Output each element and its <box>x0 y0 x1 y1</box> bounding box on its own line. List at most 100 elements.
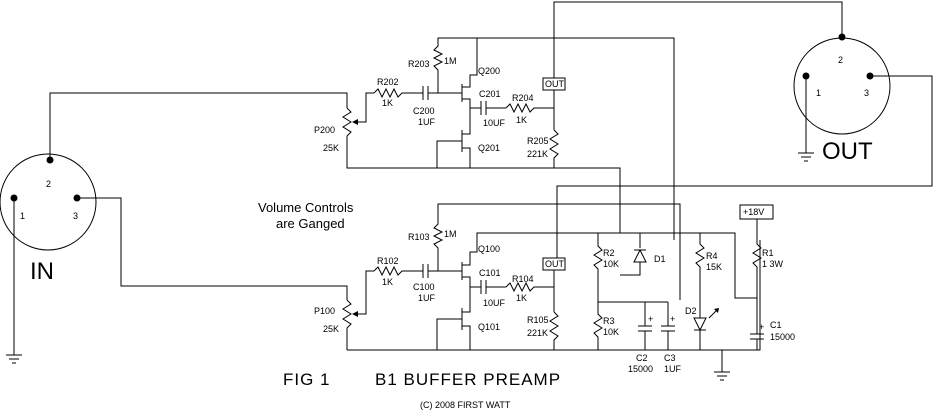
resistor-icon <box>549 311 559 350</box>
in-connector-label: IN <box>30 258 54 285</box>
resistor-icon <box>593 302 603 350</box>
r202-value: 1K <box>382 98 393 108</box>
copyright: (C) 2008 FIRST WATT <box>420 400 511 410</box>
c1-plus: + <box>759 322 764 332</box>
in-pin-2-label: 2 <box>46 179 51 189</box>
wire <box>462 276 471 287</box>
out-connector-label: OUT <box>822 138 873 165</box>
out-tag-top: OUT <box>545 79 565 89</box>
c100-label: C100 <box>413 282 435 292</box>
fig-number: FIG 1 <box>283 370 331 389</box>
out-pin-3-label: 3 <box>864 88 869 98</box>
p200-value: 25K <box>323 143 339 153</box>
c201-value: 10UF <box>483 118 506 128</box>
c2-value: 15000 <box>628 364 653 374</box>
r3-value: 10K <box>603 327 619 337</box>
out-connector: 2 1 3 OUT <box>793 33 891 165</box>
r103-value: 1M <box>444 229 457 239</box>
r102-value: 1K <box>382 277 393 287</box>
wire <box>462 130 471 135</box>
q100-label: Q100 <box>478 244 500 254</box>
out-pin-2-label: 2 <box>838 55 843 65</box>
ground-icon <box>714 371 730 381</box>
r1-value: 1 3W <box>762 259 784 269</box>
r202-label: R202 <box>377 77 399 87</box>
ground-icon <box>798 152 814 162</box>
q101-label: Q101 <box>478 322 500 332</box>
potentiometer-icon <box>342 299 352 329</box>
c200-value: 1UF <box>418 117 436 127</box>
out-connector-body <box>793 37 891 135</box>
wire-out-pin2-top-channel <box>553 1 843 78</box>
c2-label: C2 <box>636 353 648 363</box>
resistor-icon <box>593 233 603 302</box>
wire <box>462 98 471 108</box>
r203-value: 1M <box>444 56 457 66</box>
in-connector: 2 1 3 IN <box>0 153 97 285</box>
note-line-2: are Ganged <box>276 216 345 231</box>
wire <box>462 325 471 350</box>
r3-label: R3 <box>603 316 615 326</box>
out-pin-1-label: 1 <box>816 88 821 98</box>
light-arrow-icon <box>714 308 719 313</box>
wire <box>620 262 641 276</box>
c201-label: C201 <box>479 89 501 99</box>
r205-value: 221K <box>527 149 548 159</box>
diagram-title: B1 BUFFER PREAMP <box>375 370 561 389</box>
c3-label: C3 <box>664 353 676 363</box>
c100-value: 1UF <box>418 293 436 303</box>
resistor-icon <box>505 281 554 293</box>
c101-label: C101 <box>479 268 501 278</box>
resistor-icon <box>373 87 410 99</box>
c1-value: 15000 <box>770 332 795 342</box>
q201-label: Q201 <box>478 143 500 153</box>
diode-icon <box>633 248 647 263</box>
potentiometer-icon <box>342 107 352 137</box>
r203-label: R203 <box>408 59 430 69</box>
r102-label: R102 <box>377 256 399 266</box>
d2-label: D2 <box>685 306 697 316</box>
wire <box>598 232 757 299</box>
r4-value: 15K <box>706 262 722 272</box>
wire-in-pin3-to-p100 <box>77 197 348 300</box>
r2-label: R2 <box>603 248 615 258</box>
channel-bottom: P100 25K R102 1K C100 1UF R103 1M Q100 C… <box>314 203 761 351</box>
resistor-icon <box>752 219 762 298</box>
out-tag-bottom: OUT <box>545 259 565 269</box>
resistor-icon <box>432 203 681 300</box>
led-icon <box>693 317 707 332</box>
wire <box>358 92 374 123</box>
r105-value: 221K <box>527 328 548 338</box>
q200-label: Q200 <box>478 66 500 76</box>
wire-out-pin3-bottom-channel <box>556 75 933 258</box>
resistor-icon <box>505 102 554 114</box>
channel-top: P200 25K R202 1K C200 1UF R203 1M Q200 C… <box>314 37 675 240</box>
r204-label: R204 <box>512 93 534 103</box>
c101-value: 10UF <box>483 298 506 308</box>
wire <box>436 318 462 350</box>
wire <box>462 38 478 88</box>
r205-label: R205 <box>527 136 549 146</box>
c200-label: C200 <box>413 106 435 116</box>
wire <box>462 308 471 313</box>
in-connector-body <box>0 153 97 251</box>
wire-in-pin2-to-p200 <box>49 92 348 160</box>
wire <box>462 147 471 168</box>
in-pin-1-label: 1 <box>20 211 25 221</box>
note-line-1: Volume Controls <box>258 200 354 215</box>
r2-value: 10K <box>603 259 619 269</box>
in-pin-3-label: 3 <box>73 211 78 221</box>
ground-icon <box>6 354 22 364</box>
wire-top-ground-return <box>346 148 621 233</box>
c1-label: C1 <box>770 320 782 330</box>
c2-plus: + <box>648 314 653 324</box>
resistor-icon <box>432 37 675 240</box>
wire <box>462 232 620 266</box>
wiper-arrow-icon <box>352 311 358 317</box>
r4-label: R4 <box>706 251 718 261</box>
power-supply: R2 10K R3 10K D1 + C2 15000 + C3 1UF R4 … <box>593 204 795 381</box>
r105-label: R105 <box>527 315 549 325</box>
wire <box>358 270 374 315</box>
r104-label: R104 <box>512 274 534 284</box>
